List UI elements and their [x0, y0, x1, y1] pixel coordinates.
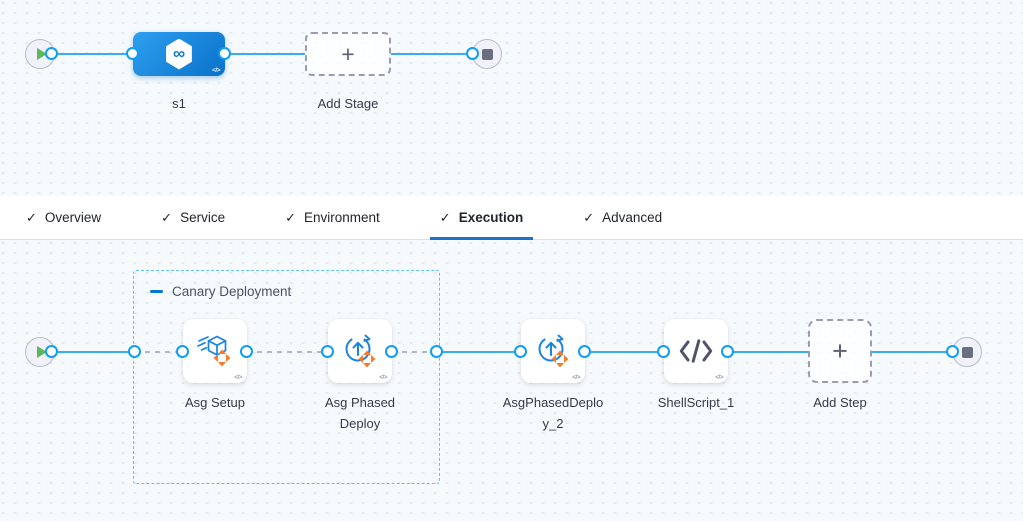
canary-deployment-group[interactable]	[133, 270, 440, 484]
add-stage-label: Add Stage	[317, 96, 379, 111]
add-step-label: Add Step	[813, 395, 867, 410]
play-icon	[37, 48, 47, 60]
check-icon: ✓	[439, 209, 451, 225]
connector-point	[385, 345, 398, 358]
connector-point	[946, 345, 959, 358]
connector-point	[466, 47, 479, 60]
tab-label: Environment	[304, 210, 380, 225]
code-icon: </>	[212, 67, 220, 74]
connector-point	[218, 47, 231, 60]
stage-node-s1[interactable]: ∞ </>	[133, 32, 225, 76]
code-icon: </>	[379, 374, 387, 381]
step-label: Asg Setup	[185, 395, 245, 410]
step-label: Asg Phased Deploy	[324, 395, 396, 431]
tab-environment[interactable]: ✓ Environment	[275, 196, 390, 239]
tab-overview[interactable]: ✓ Overview	[16, 196, 111, 239]
stage-config-tabs: ✓ Overview ✓ Service ✓ Environment ✓ Exe…	[0, 196, 1023, 240]
asg-setup-icon	[197, 335, 231, 367]
check-icon: ✓	[583, 209, 595, 225]
move-cross-icon	[358, 350, 376, 368]
tab-label: Service	[180, 210, 226, 225]
connector-point	[45, 47, 58, 60]
stop-icon	[961, 346, 973, 358]
check-icon: ✓	[285, 209, 296, 225]
tab-service[interactable]: ✓ Service	[151, 196, 235, 239]
connector-point	[126, 47, 139, 60]
connector-line	[437, 351, 521, 353]
group-header: Canary Deployment	[150, 284, 291, 299]
tab-label: Execution	[458, 210, 524, 225]
move-cross-icon	[551, 350, 569, 368]
step-asg-phased-deploy[interactable]: </>	[328, 319, 392, 383]
tab-advanced[interactable]: ✓ Advanced	[573, 196, 672, 239]
check-icon: ✓	[161, 209, 173, 225]
step-shellscript-1[interactable]: </>	[664, 319, 728, 383]
connector-point	[721, 345, 734, 358]
add-stage-button[interactable]: +	[305, 32, 391, 76]
add-step-button[interactable]: +	[808, 319, 872, 383]
connector-point	[657, 345, 670, 358]
tab-execution[interactable]: ✓ Execution	[429, 196, 534, 240]
connector-line	[392, 351, 437, 353]
stop-icon	[481, 48, 493, 60]
connector-line	[52, 351, 135, 353]
connector-line	[135, 351, 183, 353]
stage-graph-canvas[interactable]: ∞ </> + s1 Add Stage	[0, 0, 1023, 196]
connector-point	[430, 345, 443, 358]
move-cross-icon	[213, 349, 231, 367]
connector-line	[52, 53, 133, 55]
connector-line	[391, 53, 473, 55]
deployment-stage-icon: ∞	[166, 38, 192, 70]
connector-point	[514, 345, 527, 358]
connector-point	[240, 345, 253, 358]
connector-point	[45, 345, 58, 358]
check-icon: ✓	[26, 209, 37, 225]
connector-line	[728, 351, 808, 353]
code-icon: </>	[234, 374, 242, 381]
group-label: Canary Deployment	[172, 284, 292, 299]
connector-point	[128, 345, 141, 358]
play-icon	[37, 346, 47, 358]
tab-label: Advanced	[602, 210, 663, 225]
connector-point	[176, 345, 189, 358]
step-label: ShellScript_1	[657, 395, 735, 410]
tab-label: Overview	[44, 210, 102, 225]
step-label: AsgPhasedDeploy_2	[502, 395, 604, 431]
execution-graph-canvas[interactable]: Canary Deployment	[0, 240, 1023, 521]
connector-point	[578, 345, 591, 358]
connector-point	[321, 345, 334, 358]
connector-line	[225, 53, 305, 55]
step-asg-setup[interactable]: </>	[183, 319, 247, 383]
asg-phased-deploy-icon	[538, 334, 569, 368]
connector-line	[247, 351, 328, 353]
code-icon: </>	[572, 374, 580, 381]
code-icon: </>	[715, 374, 723, 381]
collapse-group-icon[interactable]	[150, 290, 163, 293]
plus-icon: +	[341, 40, 355, 67]
connector-line	[585, 351, 664, 353]
shell-script-icon	[679, 339, 713, 363]
stage-label: s1	[172, 96, 186, 111]
asg-phased-deploy-icon	[345, 334, 376, 368]
step-asg-phased-deploy-2[interactable]: </>	[521, 319, 585, 383]
connector-line	[872, 351, 953, 353]
plus-icon: +	[832, 335, 848, 366]
